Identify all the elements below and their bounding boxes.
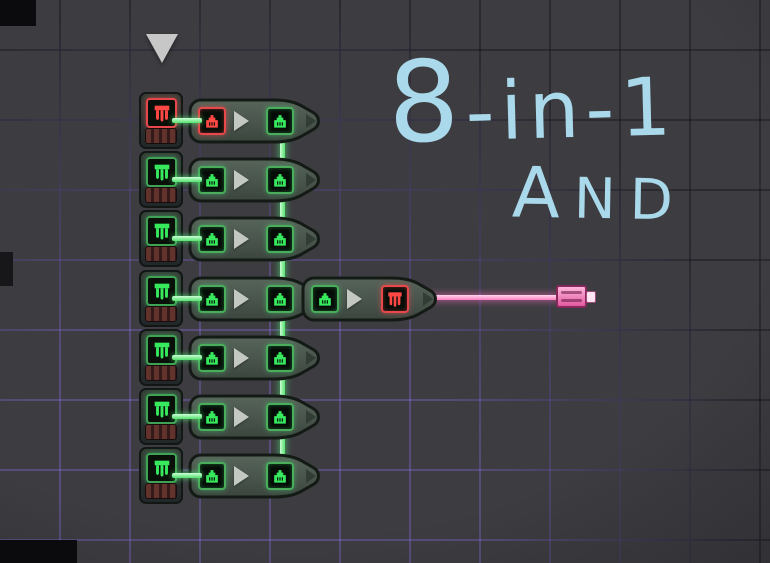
- and-gate-module[interactable]: [186, 215, 322, 263]
- plug-body: [556, 285, 587, 308]
- input-wire[interactable]: [172, 177, 202, 183]
- connector-claw-icon: [146, 453, 177, 484]
- output-connector-port[interactable]: [381, 285, 409, 313]
- gate-output-port[interactable]: [266, 284, 294, 313]
- connector-grip: [145, 246, 177, 263]
- connector-claw-icon: [146, 216, 177, 247]
- signal-arrow-icon: [234, 466, 249, 487]
- connector-claw-icon: [146, 98, 177, 128]
- signal-arrow-icon: [234, 170, 249, 191]
- gate-input-port[interactable]: [198, 284, 226, 313]
- gate-output-port[interactable]: [266, 107, 294, 135]
- and-gate-module[interactable]: [186, 156, 322, 204]
- signal-arrow-icon: [234, 288, 249, 309]
- screen-corner-block-top: [0, 0, 36, 26]
- screen-corner-block-bottom: [0, 540, 77, 563]
- connector-grip: [145, 424, 177, 440]
- level-title-line2: AND: [511, 151, 688, 235]
- gate-input-port[interactable]: [198, 166, 226, 195]
- selection-pointer-icon: [146, 34, 178, 63]
- gate-input-port[interactable]: [198, 107, 226, 135]
- cable-plug-icon[interactable]: [556, 283, 596, 311]
- signal-arrow-icon: [234, 111, 249, 131]
- gate-input-port[interactable]: [198, 403, 226, 431]
- input-wire[interactable]: [172, 354, 202, 360]
- plug-tip: [586, 291, 596, 303]
- gate-output-port[interactable]: [266, 462, 294, 491]
- gate-output-port[interactable]: [266, 166, 294, 195]
- and-gate-module[interactable]: [186, 452, 322, 500]
- connector-claw-icon: [146, 157, 177, 188]
- input-wire[interactable]: [172, 295, 202, 301]
- output-module-input-port[interactable]: [311, 285, 339, 313]
- gate-input-port[interactable]: [198, 343, 226, 372]
- input-wire[interactable]: [172, 473, 202, 479]
- output-cable[interactable]: [425, 295, 560, 300]
- connector-claw-icon: [146, 394, 177, 424]
- signal-arrow-icon: [347, 289, 362, 309]
- input-wire[interactable]: [172, 118, 202, 123]
- connector-grip: [145, 364, 177, 381]
- input-wire[interactable]: [172, 236, 202, 242]
- output-gate-module[interactable]: [299, 275, 439, 323]
- gate-input-port[interactable]: [198, 462, 226, 491]
- connector-grip: [145, 483, 177, 500]
- and-gate-module[interactable]: [186, 97, 322, 145]
- connector-grip: [145, 187, 177, 204]
- and-gate-module[interactable]: [186, 393, 322, 441]
- gate-input-port[interactable]: [198, 225, 226, 254]
- connector-claw-icon: [146, 275, 177, 306]
- signal-arrow-icon: [234, 407, 249, 427]
- and-gate-module[interactable]: [186, 334, 322, 382]
- signal-arrow-icon: [234, 347, 249, 368]
- connector-claw-icon: [146, 334, 177, 365]
- connector-grip: [145, 128, 177, 144]
- gate-output-port[interactable]: [266, 225, 294, 254]
- level-title-line1: 8-in-1: [386, 36, 679, 169]
- gate-output-port[interactable]: [266, 343, 294, 372]
- gate-output-port[interactable]: [266, 403, 294, 431]
- input-wire[interactable]: [172, 414, 202, 419]
- screen-edge-block: [0, 252, 13, 286]
- connector-grip: [145, 305, 177, 322]
- signal-arrow-icon: [234, 229, 249, 250]
